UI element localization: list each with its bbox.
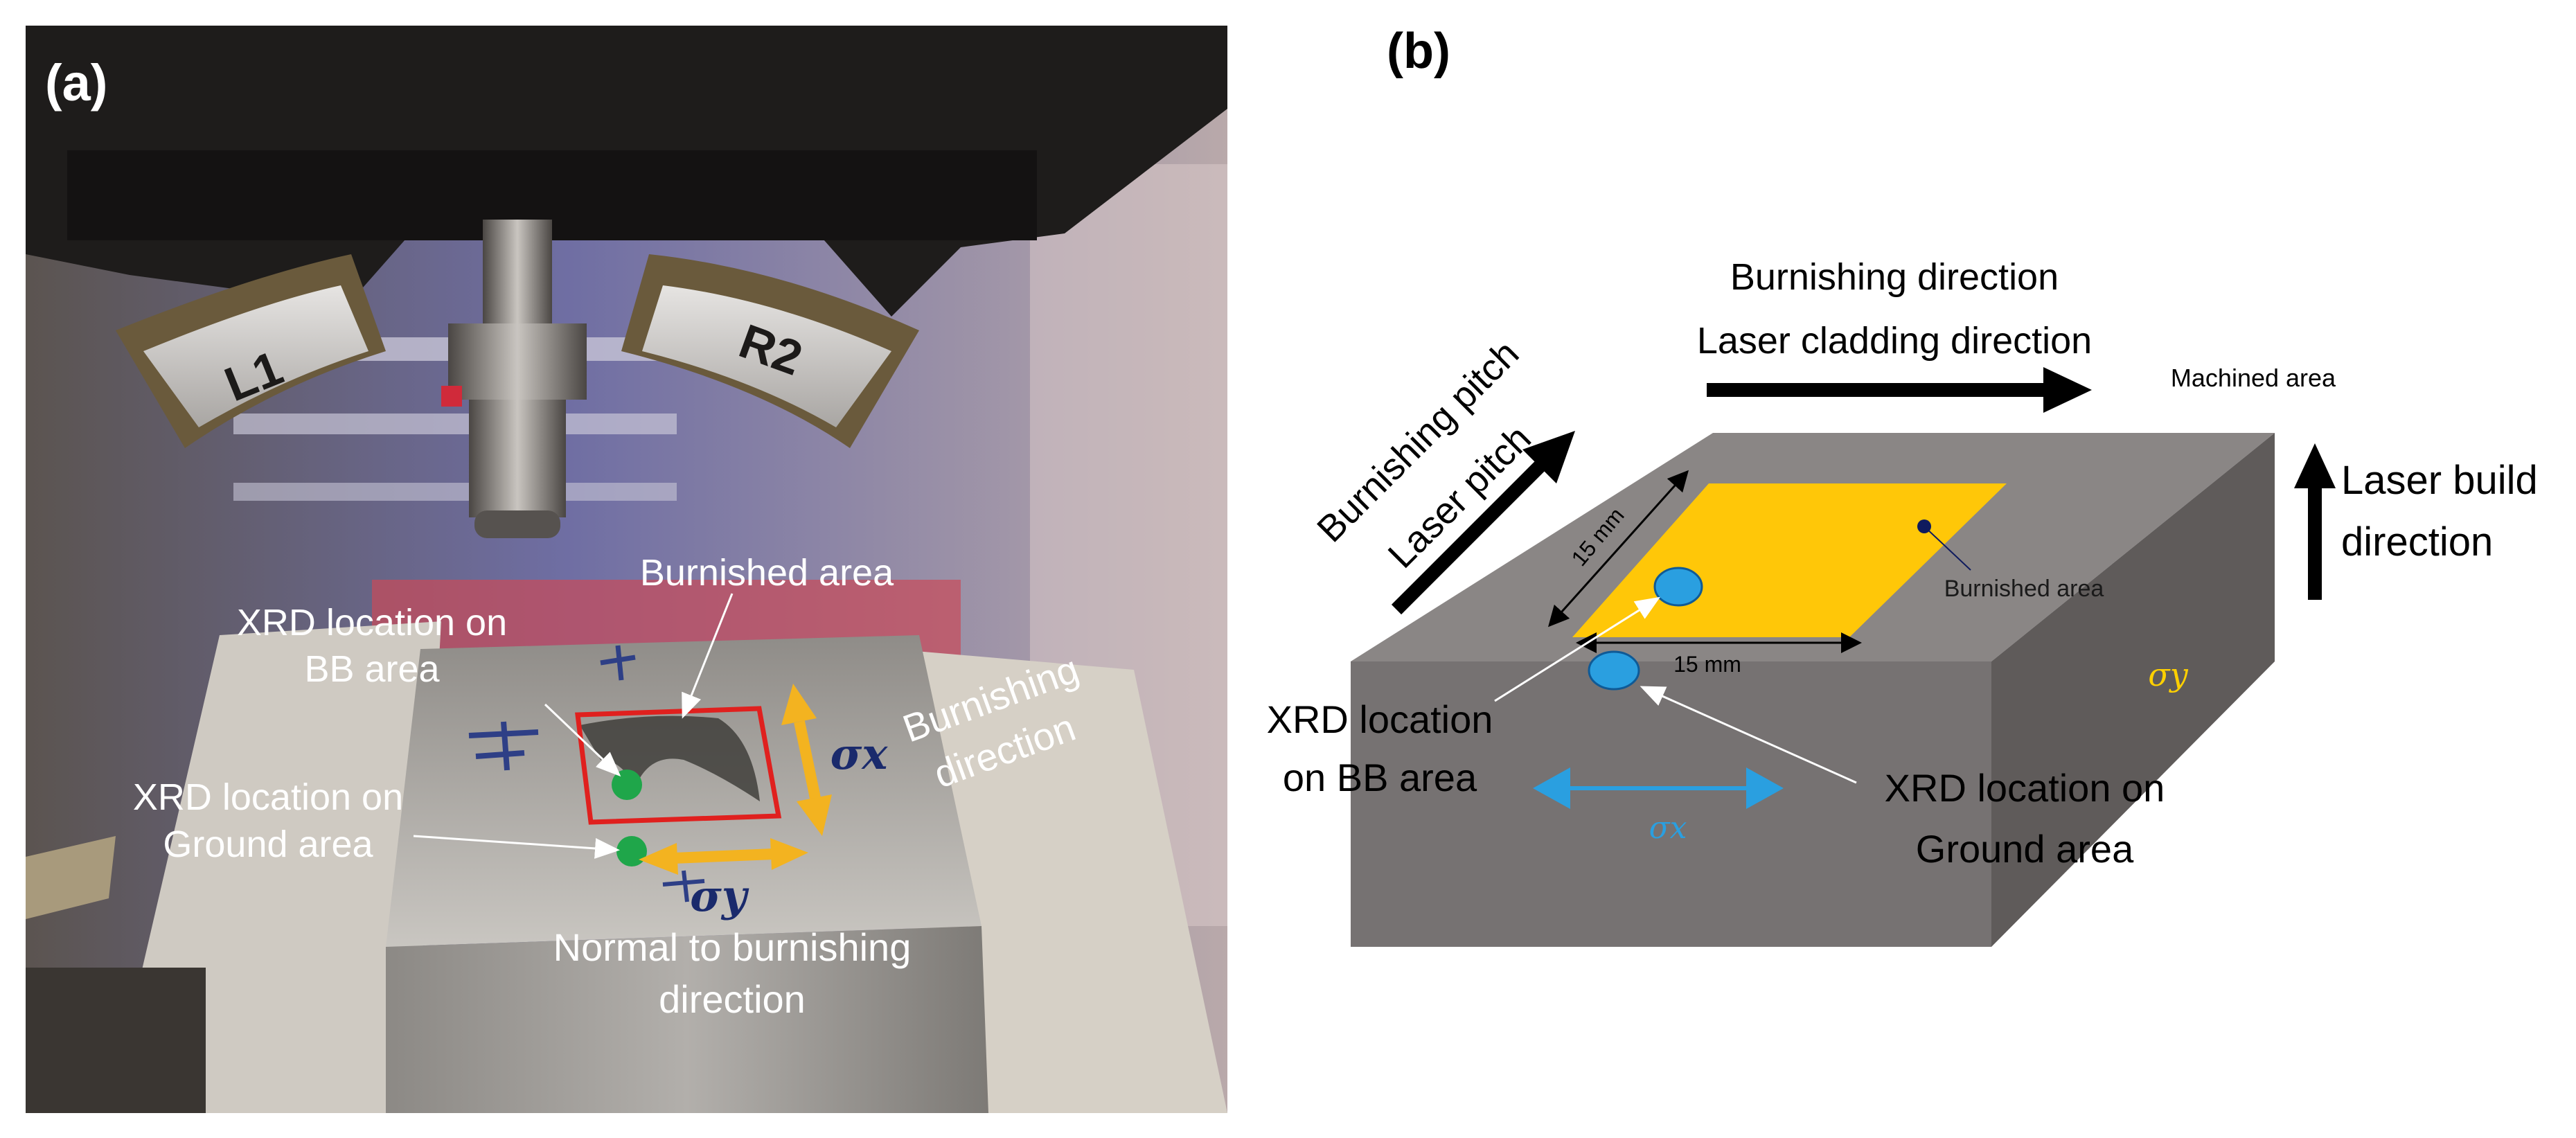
- workpiece-top: [386, 635, 981, 947]
- label-sigma-y-a: σy: [690, 871, 749, 921]
- label-laser-build-line1: Laser build: [2341, 458, 2538, 503]
- dimension-line-left: [1547, 470, 1689, 628]
- panel-b-schematic: 15 mm 15 mm Burnished area σx σy (b) Bur…: [1247, 0, 2576, 1138]
- label-sigma-x-b: σx: [1649, 810, 1687, 846]
- sigma-y-arrow: [639, 838, 808, 875]
- label-sigma-y-b: σy: [2148, 656, 2188, 693]
- burnishing-pitch-arrow: [1391, 431, 1575, 615]
- xrd-spot-ground: [1588, 650, 1640, 691]
- label-xrd-ground-b-line2: Ground area: [1916, 827, 2134, 871]
- block-right-face: [1991, 433, 2275, 947]
- label-laser-cladding-direction: Laser cladding direction: [1697, 320, 2092, 362]
- pointer-xrd-ground-b: [1640, 686, 1857, 784]
- label-burnished-area-b: Burnished area: [1944, 576, 2104, 602]
- burnishing-tool: [483, 220, 552, 330]
- label-burnished-area-a: Burnished area: [640, 552, 894, 594]
- label-xrd-bb-a-line2: BB area: [304, 648, 440, 690]
- label-machined-area: Machined area: [2171, 364, 2336, 392]
- panel-b-label: (b): [1387, 24, 1450, 79]
- label-xrd-bb-b-line1: XRD location: [1267, 697, 1493, 741]
- dim-bottom-label: 15 mm: [1673, 652, 1741, 677]
- label-xrd-ground-a-line1: XRD location on: [133, 776, 403, 818]
- workpiece-front: [386, 926, 988, 1113]
- label-xrd-ground-b-line1: XRD location on: [1885, 766, 2165, 810]
- pointer-xrd-ground: [413, 835, 620, 859]
- label-xrd-ground-a-line2: Ground area: [163, 824, 373, 865]
- sigma-x-arrow: [781, 684, 832, 836]
- pointer-burnished: [682, 593, 734, 719]
- label-burnishing-direction: Burnishing direction: [1730, 256, 2059, 298]
- label-normal-a-line1: Normal to burnishing: [553, 925, 912, 969]
- label-normal-a-line2: direction: [659, 977, 806, 1021]
- label-xrd-bb-b-line2: on BB area: [1283, 756, 1477, 799]
- pointer-xrd-bb: [544, 703, 621, 777]
- xrd-spot-ground: [616, 836, 647, 866]
- label-laser-build-line2: direction: [2341, 519, 2493, 564]
- label-xrd-bb-a-line1: XRD location on: [237, 602, 507, 643]
- xrd-spot-bb: [1653, 567, 1703, 607]
- xrd-spot-bb: [612, 770, 642, 800]
- burnishing-direction-arrow: [1707, 367, 2092, 413]
- panel-a-label: (a): [45, 54, 107, 112]
- laser-build-direction-arrow: [2294, 443, 2336, 600]
- panel-a-photo: L1 R2 (a) Burnished area XRD locati: [26, 26, 1227, 1113]
- label-sigma-x-a: σx: [830, 729, 889, 779]
- pointer-xrd-bb-b: [1494, 596, 1661, 702]
